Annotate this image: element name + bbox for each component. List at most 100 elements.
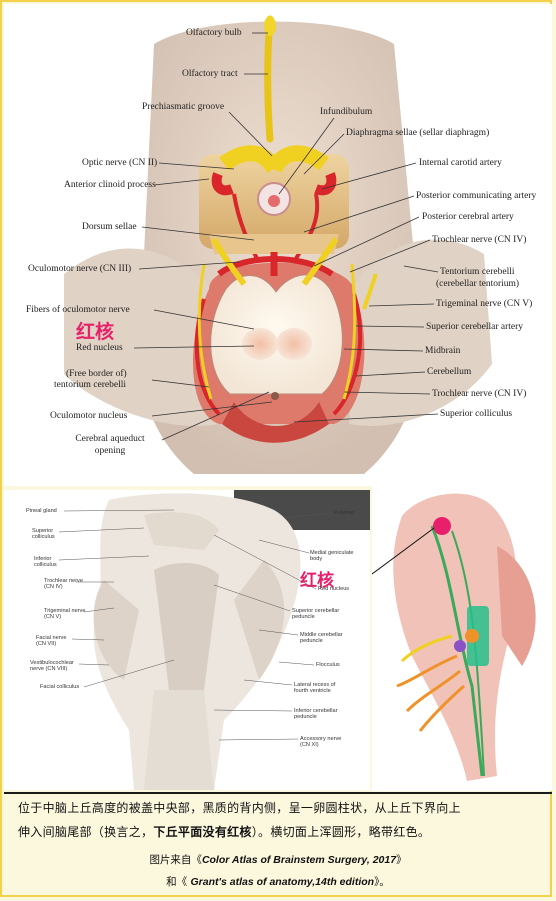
label-midbrain: Midbrain (425, 346, 461, 356)
description-emphasis: 下丘平面没有红核 (153, 825, 252, 839)
label-accessory-nerve-2: (CN XI) (300, 742, 319, 748)
label-olfactory-bulb: Olfactory bulb (186, 28, 242, 38)
description-line-2a: 伸入间脑尾部（换言之， (18, 825, 154, 839)
label-posterior-cerebral: Posterior cerebral artery (422, 212, 514, 222)
red-nucleus-sagittal (433, 517, 451, 535)
label-superior-cerebellar-peduncle-2: peduncle (292, 614, 315, 620)
description-text: 位于中脑上丘高度的被盖中央部，黑质的背内侧，呈一卵圆柱状，从上丘下界向上 伸入间… (18, 796, 543, 844)
cerebellar-peduncle-left (93, 580, 139, 680)
label-inferior-colliculus: Inferior (34, 556, 52, 562)
label-facial-nerve: Facial nerve (36, 635, 67, 641)
sagittal-drawing (393, 493, 536, 781)
description-line-2: 伸入间脑尾部（换言之，下丘平面没有红核）。横切面上浑圆形，略带红色。 (18, 820, 543, 844)
infundibulum (268, 195, 280, 207)
label-vestibulocochlear: Vestibulocochlear (30, 660, 74, 666)
tentorium-right (349, 239, 492, 426)
label-inferior-cerebellar-peduncle-2: peduncle (294, 714, 317, 720)
nerve-orange-2 (405, 669, 461, 713)
label-free-border: (Free border of) (66, 369, 127, 379)
label-internal-carotid: Internal carotid artery (419, 158, 502, 168)
label-superior-cerebellar: Superior cerebellar artery (426, 322, 524, 332)
nerve-orange-1 (396, 654, 458, 688)
fourth-ventricle-floor (154, 563, 219, 690)
label-cerebral-aqueduct: Cerebral aqueduct (75, 434, 145, 444)
label-lateral-recess-2: fourth ventricle (294, 688, 331, 694)
corticospinal-tract (430, 525, 484, 777)
label-inferior-colliculus-2: colliculus (34, 562, 57, 568)
label-oculomotor-nucleus: Oculomotor nucleus (50, 411, 128, 421)
olfactory-bulb (264, 16, 276, 36)
label-inferior-cerebellar-peduncle: Inferior cerebellar (294, 708, 338, 714)
description-line-1: 位于中脑上丘高度的被盖中央部，黑质的背内侧，呈一卵圆柱状，从上丘下界向上 (18, 801, 461, 815)
olfactory-tract (264, 15, 274, 143)
nerve-yellow-1 (400, 634, 453, 663)
label-pineal-gland: Pineal gland (26, 508, 57, 514)
label-facial-colliculus: Facial colliculus (40, 684, 80, 690)
source-line-1: 图片来自《Color Atlas of Brainstem Surgery, 2… (0, 852, 556, 867)
label-fibers-oculomotor: Fibers of oculomotor nerve (26, 305, 130, 315)
label-dorsum-sellae: Dorsum sellae (82, 222, 137, 232)
nerve-orange-3 (418, 684, 465, 732)
sagittal-cerebellum (497, 546, 536, 666)
source-suffix-2: 》。 (374, 876, 390, 888)
label-anterior-clinoid: Anterior clinoid process (64, 180, 156, 190)
label-superior-colliculus: Superior (32, 528, 54, 534)
label-cerebellum: Cerebellum (427, 367, 472, 377)
label-trochlear-nerve: Trochlear nerve (CN IV) (432, 235, 527, 245)
superior-colliculus-shape (144, 512, 219, 550)
internal-carotid-left (211, 172, 234, 196)
label-superior-colliculus: Superior colliculus (440, 409, 513, 419)
label-trochlear-nerve-2: (CN IV) (44, 584, 63, 590)
section-divider (4, 792, 552, 794)
label-superior-colliculus-2: colliculus (32, 534, 55, 540)
trochlear-nerve-right (342, 263, 357, 400)
label-olfactory-tract: Olfactory tract (182, 69, 238, 79)
label-posterior-communicating: Posterior communicating artery (416, 191, 537, 201)
label-vestibulocochlear-2: nerve (CN VIII) (30, 666, 68, 672)
midbrain-section (210, 274, 343, 395)
source-line-2: 和《 Grant's atlas of anatomy,14th edition… (0, 874, 556, 889)
label-lateral-recess: Lateral recess of (294, 682, 336, 688)
label-medial-geniculate-2: body (310, 556, 323, 562)
label-facial-nerve-2: (CN VII) (36, 641, 57, 647)
label-middle-cerebellar-peduncle-2: peduncle (300, 638, 323, 644)
oculomotor-nerve-left (211, 237, 247, 286)
red-nucleus-left (242, 328, 278, 360)
nucleus-orange (465, 629, 479, 643)
source-title-2: Grant's atlas of anatomy,14th edition (190, 876, 375, 888)
label-optic-nerve: Optic nerve (CN II) (82, 158, 158, 168)
cerebral-aqueduct (271, 392, 279, 400)
label-trochlear-nerve: Trochlear nerve (44, 578, 83, 584)
label-infundibulum: Infundibulum (320, 107, 373, 117)
label-tentorium-cerebelli-2: tentorium cerebelli (54, 380, 127, 390)
label-red-nucleus-photo: Red nucleus (318, 586, 350, 592)
label-accessory-nerve: Accessory nerve (300, 736, 342, 742)
label-flocculus: Flocculus (316, 662, 340, 668)
label-trigeminal-nerve: Trigeminal nerve (44, 608, 86, 614)
source-title-1: Color Atlas of Brainstem Surgery, 2017 (201, 854, 397, 866)
sagittal-brainstem-illustration (372, 486, 552, 791)
label-tentorium-cerebelli: Tentorium cerebelli (440, 267, 515, 277)
label-prechiasmatic-groove: Prechiasmatic groove (142, 102, 225, 112)
source-prefix-1: 图片来自《 (149, 854, 202, 866)
label-trigeminal-nerve-2: (CN V) (44, 614, 62, 620)
label-oculomotor-nerve: Oculomotor nerve (CN III) (28, 264, 132, 274)
source-suffix-1: 》 (396, 854, 407, 866)
source-prefix-2: 和《 (166, 876, 191, 888)
label-pulvinar: Pulvinar (334, 510, 355, 516)
nucleus-purple (454, 640, 466, 652)
label-trochlear-nerve-2: Trochlear nerve (CN IV) (432, 389, 527, 399)
label-trigeminal-nerve: Trigeminal nerve (CN V) (436, 299, 533, 309)
red-nucleus-right (276, 328, 312, 360)
label-cerebellar-tentorium: (cerebellar tentorium) (436, 279, 520, 289)
label-middle-cerebellar-peduncle: Middle cerebellar (300, 632, 343, 638)
label-superior-cerebellar-peduncle: Superior cerebellar (292, 608, 340, 614)
label-diaphragma-sellae: Diaphragma sellae (sellar diaphragm) (346, 128, 490, 138)
midbrain-illustration: Olfactory bulb Olfactory tract Prechiasm… (4, 4, 552, 486)
label-aqueduct-opening: opening (94, 446, 126, 456)
superior-cerebellar-artery (332, 293, 363, 416)
label-red-nucleus-chinese: 红核 (76, 321, 115, 343)
trigeminal-nerve (362, 273, 378, 310)
description-line-2c: ）。横切面上浑圆形，略带红色。 (251, 825, 431, 839)
medulla (144, 690, 214, 790)
